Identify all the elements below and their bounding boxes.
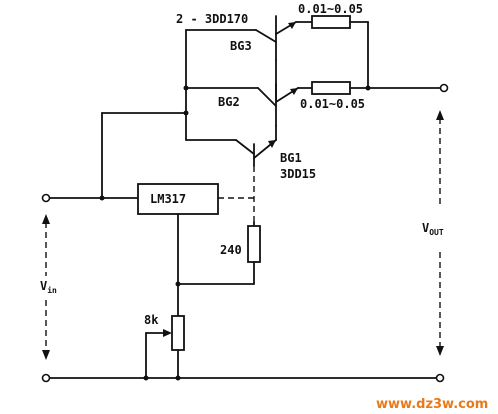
vout-arrowhead-up (436, 110, 444, 120)
bg1-emitter-arrow (268, 140, 276, 148)
potentiometer (171, 315, 185, 351)
vin-arrowhead-down (42, 350, 50, 360)
lm317-box (137, 183, 219, 215)
resistor-top-label: 0.01~0.05 (298, 2, 363, 16)
pot-label: 8k (144, 313, 159, 327)
bg1-collector (235, 139, 255, 155)
vin-minus-terminal (41, 373, 51, 383)
bg3-part-label: 2 - 3DD170 (176, 12, 248, 26)
vin-arrowhead-up (42, 214, 50, 224)
bg1-part-label: 3DD15 (280, 167, 316, 181)
junction-dot (365, 85, 371, 91)
bg3-emitter-arrow (288, 22, 296, 29)
vin-label: Vin (40, 279, 57, 295)
junction-dot (175, 375, 181, 381)
lm317-label: LM317 (150, 192, 186, 206)
watermark: www.dz3w.com (376, 397, 488, 412)
vout-arrowhead-down (436, 346, 444, 356)
resistor-top (311, 15, 351, 29)
bg2-collector (257, 87, 277, 107)
resistor-mid-label: 0.01~0.05 (300, 97, 365, 111)
vout-minus-terminal (435, 373, 445, 383)
pot-wiper-arrow (163, 329, 172, 337)
resistor-240-label: 240 (220, 243, 242, 257)
bg2-label: BG2 (218, 95, 240, 109)
bg3-collector (255, 29, 277, 43)
vout-label: VOUT (422, 221, 444, 237)
vout-plus-terminal (439, 83, 449, 93)
vin-plus-terminal (41, 193, 51, 203)
junction-dot (143, 375, 149, 381)
resistor-mid (311, 81, 351, 95)
bg2-emitter-arrow (290, 88, 298, 95)
bg3-label: BG3 (230, 39, 252, 53)
resistor-240 (247, 225, 261, 263)
bg1-label: BG1 (280, 151, 302, 165)
